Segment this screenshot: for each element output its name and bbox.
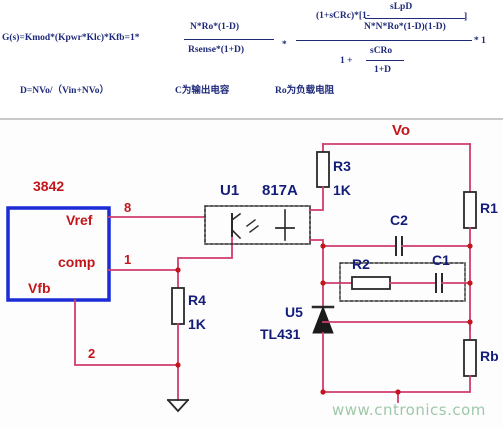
- pin-vfb-label: Vfb: [28, 280, 51, 296]
- formula-lhs: G(s)=Kmod*(Kpwr*Klc)*Kfb=1*: [2, 33, 140, 43]
- resistor-r2-body: [351, 276, 391, 290]
- pin-comp-label: comp: [58, 254, 96, 270]
- junction-dot: [467, 280, 473, 286]
- r1-label: R1: [480, 200, 498, 216]
- formula-inner-bar: [365, 18, 465, 20]
- schematic-drawing: [6, 143, 477, 413]
- resistor-rb-body: [463, 339, 477, 377]
- ic-3842-box: [6, 206, 111, 302]
- tl431-label: TL431: [260, 326, 301, 342]
- junction-dot: [175, 362, 181, 368]
- wire-opto-to-tl431: [309, 239, 324, 306]
- c1-label: C1: [432, 252, 450, 268]
- opto-transistor-collector: [230, 212, 242, 222]
- pin2-label: 2: [88, 346, 96, 361]
- pin1-label: 1: [124, 252, 132, 267]
- formula-big-den-pre: 1 +: [340, 56, 353, 66]
- formula-frac1-bar: [184, 39, 274, 41]
- r4-label: R4: [188, 292, 206, 308]
- formula-small-denominator: 1+D: [374, 65, 392, 75]
- schematic-panel: 3842 Vref comp Vfb 8 1 2 U1 817A R3 1K R…: [0, 120, 503, 429]
- formula-def-d: D=NVo/（Vin+NVo）: [20, 86, 109, 96]
- watermark-text: www.cntronics.com: [332, 401, 486, 419]
- compensation-network-box: [339, 262, 466, 302]
- formula-inner-denominator: N*N*Ro*(1-D)(1-D): [364, 22, 446, 32]
- u1-label: U1: [220, 182, 240, 199]
- formula-small-numerator: sCRo: [370, 46, 393, 56]
- junction-dot: [467, 243, 473, 249]
- optocoupler-box: [204, 205, 311, 245]
- wire-bottom-return: [322, 375, 471, 393]
- formula-main-bar: [296, 40, 472, 42]
- rb-label: Rb: [480, 348, 499, 364]
- formula-times-1: *: [282, 40, 287, 50]
- formula-def-c: C为输出电容: [175, 86, 230, 96]
- formula-def-ro: Ro为负载电阻: [275, 86, 335, 96]
- resistor-r4-body: [171, 287, 185, 325]
- r2-label: R2: [352, 256, 370, 272]
- formula-inner-numerator: sLpD: [390, 2, 413, 12]
- formula-frac1-numerator: N*Ro*(1-D): [190, 22, 240, 32]
- vo-label: Vo: [392, 122, 411, 139]
- junction-dot: [320, 280, 326, 286]
- pin8-label: 8: [124, 200, 132, 215]
- formula-small-bar: [366, 60, 404, 62]
- ground-triangle: [166, 398, 190, 413]
- formula-frac1-denominator: Rsense*(1+D): [188, 45, 245, 55]
- formula-big-num-pre: (1+sCRc)*[1-: [316, 11, 370, 21]
- junction-dot: [320, 389, 326, 395]
- opto-817a-label: 817A: [262, 182, 298, 199]
- resistor-r1-body: [463, 191, 477, 229]
- junction-dot: [395, 389, 401, 395]
- wire-r3-to-opto: [309, 186, 324, 211]
- opto-light-arrow-1: [246, 219, 256, 227]
- u5-label: U5: [285, 304, 303, 320]
- r4-value: 1K: [188, 316, 206, 332]
- pin-vref-label: Vref: [66, 212, 93, 228]
- junction-dot: [320, 243, 326, 249]
- wire-pin2: [74, 299, 179, 366]
- wire-comp-to-opto: [177, 237, 233, 271]
- formula-panel: G(s)=Kmod*(Kpwr*Klc)*Kfb=1* N*Ro*(1-D) R…: [0, 0, 503, 118]
- ic-3842-label: 3842: [33, 178, 65, 194]
- formula-bracket-close: ]: [464, 12, 468, 22]
- opto-light-arrow-2: [249, 225, 259, 233]
- resistor-r3-body: [316, 151, 330, 188]
- opto-transistor-emitter: [230, 228, 242, 240]
- tl431-triangle: [312, 305, 334, 334]
- r3-label: R3: [333, 158, 351, 174]
- junction-dot: [175, 267, 181, 273]
- panel-separator: [0, 118, 503, 120]
- r3-value: 1K: [333, 182, 351, 198]
- c2-label: C2: [390, 212, 408, 228]
- formula-times-end: * 1: [474, 36, 486, 46]
- junction-dot: [467, 319, 473, 325]
